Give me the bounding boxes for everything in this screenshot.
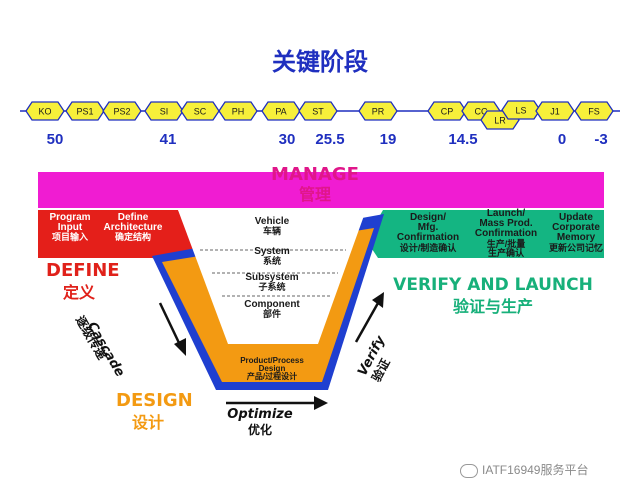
- program-input-text: Program Input 项目输入: [49, 212, 91, 243]
- milestone-number: 30: [278, 131, 296, 148]
- milestone-label: LS: [515, 106, 526, 116]
- milestone-label: PS2: [113, 107, 130, 117]
- milestone-label: PS1: [76, 107, 93, 117]
- milestone-label: PR: [372, 107, 385, 117]
- milestone-label: CC: [475, 107, 488, 117]
- cascade-arrow: [158, 302, 182, 346]
- product-process-design-text: Product/Process Design 产品/过程设计: [240, 356, 304, 382]
- milestone-label: PA: [275, 107, 286, 117]
- milestone-label: J1: [550, 107, 560, 117]
- milestone-marker: [298, 101, 338, 121]
- milestone-label: SC: [194, 107, 207, 117]
- manage-label: MANAGE: [271, 164, 359, 185]
- milestone-number: -3: [594, 131, 608, 148]
- design-phase-label: DESIGN: [116, 390, 193, 411]
- milestone-timeline: KO PS1 PS2 SI SC PH PA ST PR CP CC LR LS J1 FS: [20, 100, 620, 130]
- milestone-label: KO: [38, 107, 51, 117]
- manage-label-cn: 管理: [298, 187, 331, 204]
- milestone-marker: [574, 101, 614, 121]
- manage-bar: [38, 172, 604, 208]
- milestone-number: 19: [379, 131, 397, 148]
- milestone-number: 0: [557, 131, 567, 148]
- arrow-head: [372, 292, 384, 308]
- milestone-label: LR: [494, 116, 506, 126]
- update-memory-text: Update Corporate Memory 更新公司记忆: [548, 212, 603, 253]
- verify-launch-box: [366, 210, 604, 258]
- milestone-label: ST: [312, 107, 324, 117]
- verify-arrow: [354, 302, 380, 343]
- define-architecture-text: Define Architecture 确定结构: [103, 212, 163, 243]
- milestone-label: CP: [441, 107, 454, 117]
- milestone-marker: [218, 101, 258, 121]
- optimize-label: Optimize: [227, 407, 293, 422]
- milestone-number: 41: [159, 131, 177, 148]
- milestone-label: PH: [232, 107, 245, 117]
- milestone-marker: [535, 101, 575, 121]
- milestone-number: 25.5: [315, 131, 345, 148]
- arrow-head: [314, 396, 328, 410]
- milestone-marker: [358, 101, 398, 121]
- optimize-label-cn: 优化: [247, 423, 272, 437]
- milestone-marker: [102, 101, 142, 121]
- arrow-head: [174, 338, 186, 356]
- design-mfg-confirmation-text: Design/ Mfg. Confirmation 设计/制造确认: [396, 212, 460, 253]
- milestone-label: SI: [160, 107, 169, 117]
- watermark: IATF16949服务平台: [460, 461, 588, 478]
- milestone-number: 50: [46, 131, 64, 148]
- milestone-marker: [25, 101, 65, 121]
- v-inner: [178, 210, 366, 344]
- verify-launch-phase-label: VERIFY AND LAUNCH: [393, 275, 593, 295]
- wechat-icon: [460, 463, 478, 478]
- milestone-label: FS: [588, 107, 600, 117]
- design-phase-label-cn: 设计: [132, 415, 165, 432]
- launch-confirmation-text: Launch/ Mass Prod. Confirmation 生产/批量 生产…: [474, 208, 538, 258]
- page-title: 关键阶段: [272, 48, 368, 76]
- milestone-number: 14.5: [448, 131, 478, 148]
- define-phase-label: DEFINE: [46, 260, 120, 281]
- verify-launch-phase-label-cn: 验证与生产: [452, 299, 533, 316]
- define-phase-label-cn: 定义: [63, 285, 96, 302]
